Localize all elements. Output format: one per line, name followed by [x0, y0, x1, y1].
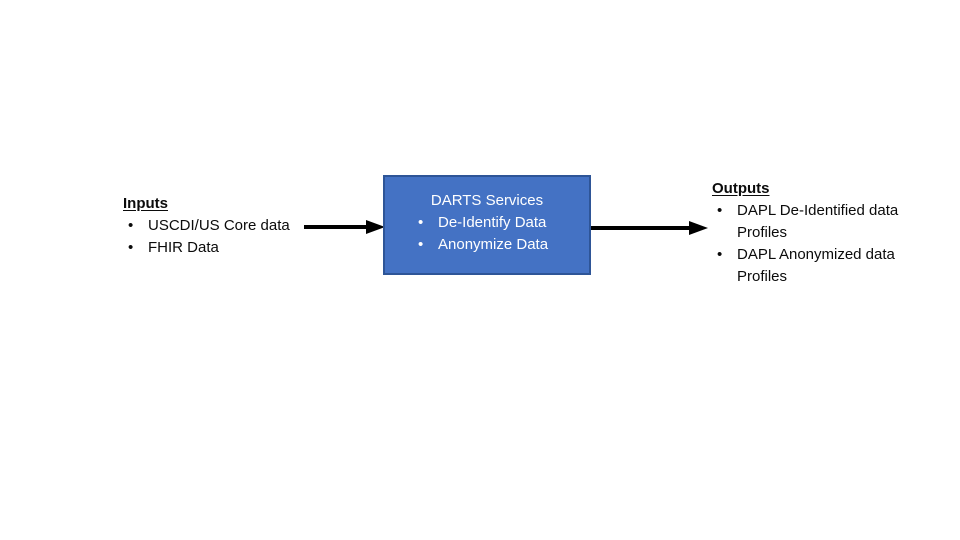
inputs-section: Inputs USCDI/US Core data FHIR Data	[123, 193, 313, 259]
outputs-heading: Outputs	[712, 180, 770, 197]
process-list-item: Anonymize Data	[385, 234, 589, 256]
inputs-heading: Inputs	[123, 195, 168, 212]
inputs-list-item: USCDI/US Core data	[123, 215, 313, 237]
outputs-list-item: DAPL De-Identified data Profiles	[712, 200, 912, 244]
process-list-item: De-Identify Data	[385, 212, 589, 234]
input-to-process-arrow-icon	[304, 220, 385, 234]
outputs-section: Outputs DAPL De-Identified data Profiles…	[712, 178, 912, 288]
outputs-list: DAPL De-Identified data Profiles DAPL An…	[712, 200, 912, 288]
inputs-list-item: FHIR Data	[123, 237, 313, 259]
process-list: De-Identify Data Anonymize Data	[385, 212, 589, 256]
inputs-list: USCDI/US Core data FHIR Data	[123, 215, 313, 259]
process-to-output-arrow-icon	[591, 221, 708, 235]
outputs-list-item: DAPL Anonymized data Profiles	[712, 244, 912, 288]
process-box-title: DARTS Services	[430, 192, 544, 209]
process-box: DARTS Services De-Identify Data Anonymiz…	[383, 175, 591, 275]
